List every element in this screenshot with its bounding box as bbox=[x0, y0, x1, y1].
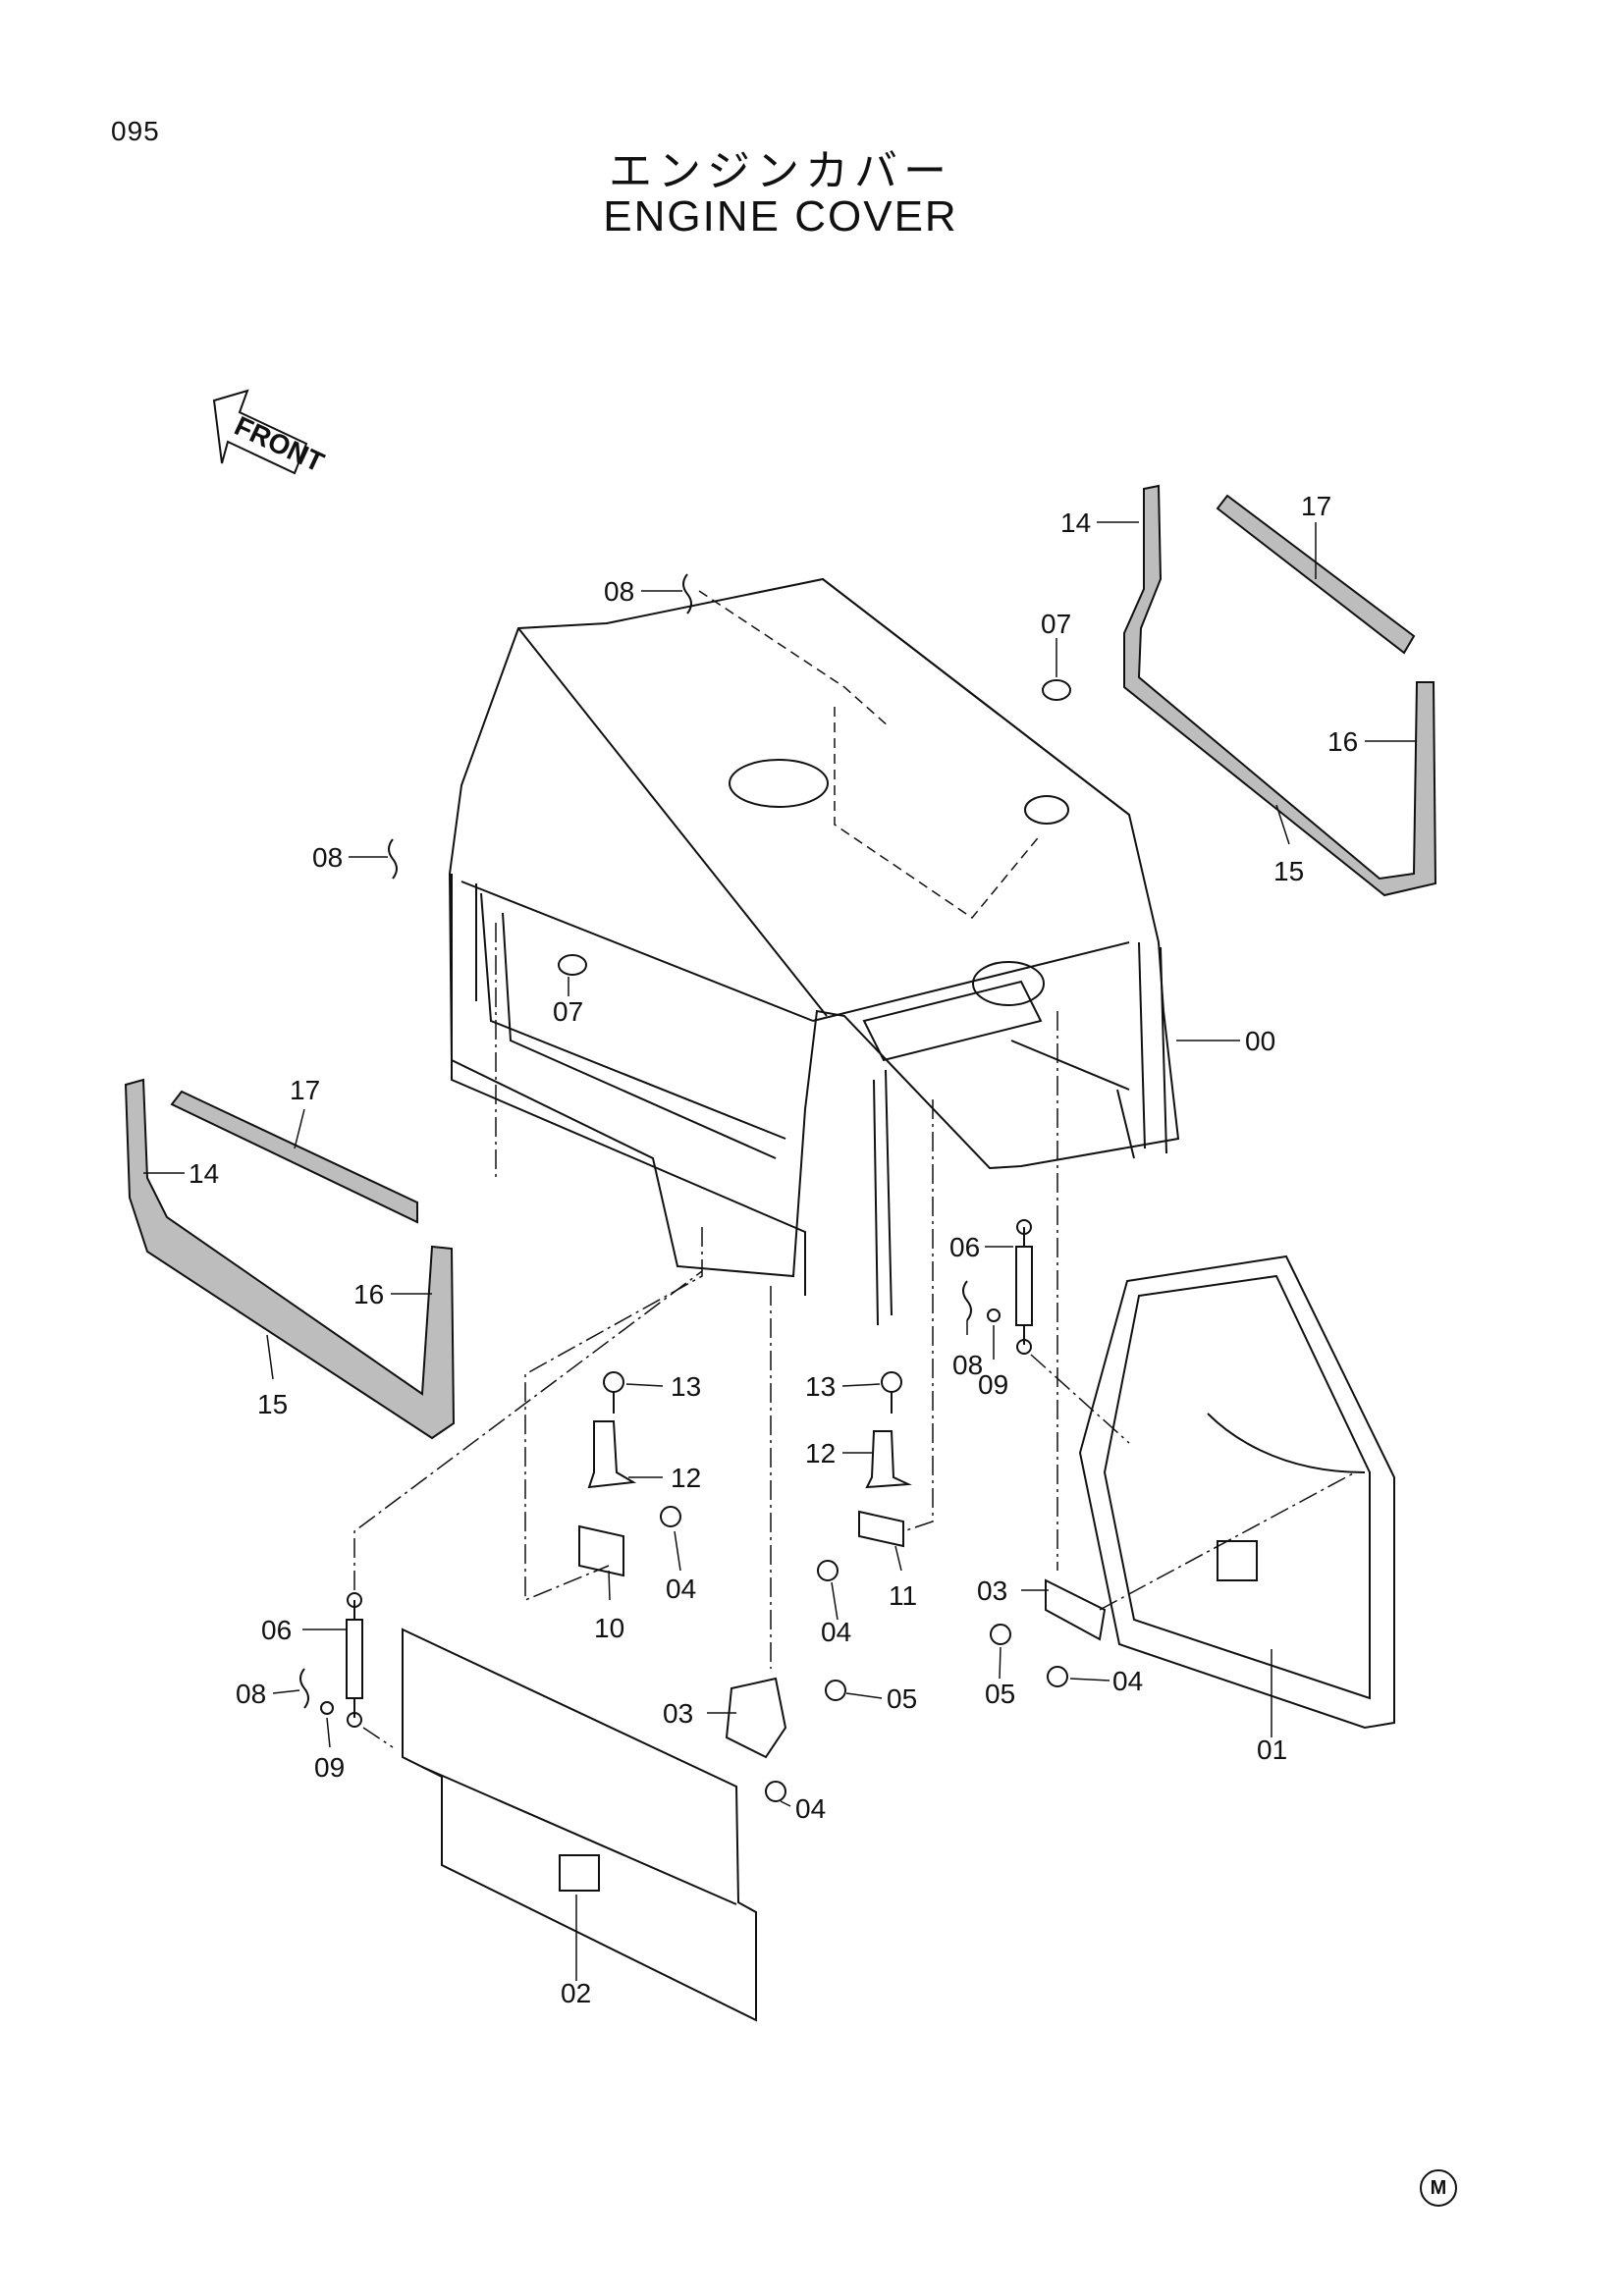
callout-02: 02 bbox=[561, 1978, 591, 2008]
callout-13-right: 13 bbox=[805, 1371, 836, 1402]
callout-05-center: 05 bbox=[887, 1683, 917, 1714]
pin-07-top bbox=[1042, 679, 1071, 701]
seal-set-right bbox=[1123, 484, 1437, 897]
gas-spring-left bbox=[346, 1592, 363, 1728]
callout-04-c: 04 bbox=[795, 1793, 826, 1824]
title-english: ENGINE COVER bbox=[603, 192, 958, 240]
callout-11: 11 bbox=[889, 1580, 917, 1611]
callout-05-right: 05 bbox=[985, 1679, 1015, 1709]
callout-10: 10 bbox=[594, 1613, 624, 1643]
callout-08-c: 08 bbox=[952, 1350, 983, 1380]
title-japanese: エンジンカバー bbox=[609, 146, 952, 196]
front-arrow-label: FRONT bbox=[230, 410, 329, 478]
assembly-lines bbox=[353, 590, 1356, 1748]
clip-08-d bbox=[299, 1668, 309, 1709]
front-arrow-icon: FRONT bbox=[212, 389, 329, 478]
callout-08-b: 08 bbox=[312, 842, 343, 873]
clip-08-a bbox=[682, 573, 692, 614]
callout-09-left: 09 bbox=[314, 1752, 345, 1783]
callout-00: 00 bbox=[1245, 1026, 1275, 1056]
callout-03-center: 03 bbox=[663, 1698, 693, 1729]
callout-04-d: 04 bbox=[1112, 1666, 1143, 1696]
callout-07-top: 07 bbox=[1041, 609, 1071, 639]
callout-06-right: 06 bbox=[949, 1232, 980, 1262]
bolt-04-b bbox=[817, 1560, 839, 1581]
bolt-05-right bbox=[990, 1624, 1011, 1645]
clip-08-b bbox=[388, 838, 398, 880]
bolt-04-a bbox=[660, 1506, 681, 1527]
callout-12-right: 12 bbox=[805, 1438, 836, 1468]
engine-cover-body bbox=[448, 577, 1180, 1326]
callout-14-right: 14 bbox=[1060, 507, 1091, 538]
callout-16-left: 16 bbox=[353, 1279, 384, 1309]
callout-08-a: 08 bbox=[604, 576, 634, 607]
hinge-bracket-03-right bbox=[1045, 1578, 1107, 1641]
callout-14-left: 14 bbox=[189, 1158, 219, 1189]
callout-13-left: 13 bbox=[671, 1371, 701, 1402]
gas-spring-right bbox=[1015, 1219, 1033, 1355]
callout-15-left: 15 bbox=[257, 1389, 288, 1419]
bolt-04-d bbox=[1047, 1666, 1068, 1687]
bolt-13-left bbox=[603, 1371, 624, 1414]
hinge-bracket-03-center bbox=[725, 1677, 787, 1759]
rear-panel bbox=[402, 1628, 757, 2022]
callout-01: 01 bbox=[1257, 1735, 1287, 1765]
callout-17-right: 17 bbox=[1301, 491, 1331, 521]
callout-04-b: 04 bbox=[821, 1617, 851, 1647]
clip-08-c bbox=[962, 1280, 972, 1321]
striker-12-left bbox=[587, 1420, 637, 1489]
callout-labels: 00 01 02 03 03 04 04 04 04 05 05 06 06 0… bbox=[189, 491, 1358, 2008]
latch-bracket-10 bbox=[578, 1524, 624, 1577]
callout-06-left: 06 bbox=[261, 1615, 292, 1645]
side-door bbox=[1078, 1255, 1395, 1730]
callout-16-right: 16 bbox=[1327, 726, 1358, 757]
callout-07-side: 07 bbox=[553, 996, 583, 1027]
washer-09-right bbox=[987, 1308, 1001, 1322]
callout-17-left: 17 bbox=[290, 1075, 320, 1105]
bolt-05-center bbox=[825, 1680, 846, 1701]
pin-07-side bbox=[558, 954, 587, 976]
striker-12-right bbox=[865, 1430, 912, 1489]
callout-09-right: 09 bbox=[978, 1369, 1008, 1400]
bolt-13-right bbox=[881, 1371, 902, 1414]
callout-12-left: 12 bbox=[671, 1463, 701, 1493]
corner-mark: M bbox=[1420, 2169, 1457, 2207]
page-number: 095 bbox=[111, 116, 160, 146]
seal-set-left bbox=[124, 1078, 456, 1440]
leader-lines bbox=[143, 521, 1417, 1981]
callout-04-a: 04 bbox=[666, 1574, 696, 1604]
callout-15-right: 15 bbox=[1273, 856, 1304, 886]
callout-03-right: 03 bbox=[977, 1575, 1007, 1606]
bolt-04-c bbox=[765, 1781, 786, 1802]
callout-08-d: 08 bbox=[236, 1679, 266, 1709]
latch-bracket-11 bbox=[858, 1510, 904, 1548]
washer-09-left bbox=[320, 1701, 334, 1715]
